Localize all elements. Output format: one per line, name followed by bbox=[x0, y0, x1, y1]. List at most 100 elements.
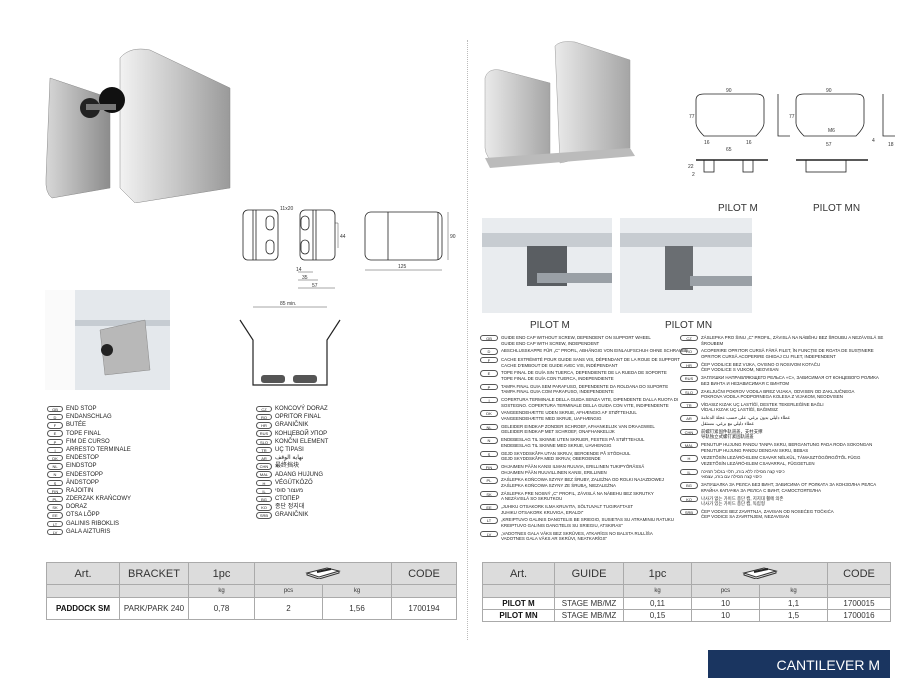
description-line: КРАЙНА КАПАЧКА ЗА РЕЛСА С ВИНТ, САМОСТОЯ… bbox=[701, 487, 822, 493]
language-code: I bbox=[47, 446, 63, 454]
product-name: DORAZ bbox=[66, 504, 87, 511]
language-code: CHN bbox=[256, 463, 272, 470]
list-item: LT„KREIPTUVO GALINIS DANGTELIS BE SRIEGI… bbox=[480, 517, 688, 528]
header-code: CODE bbox=[391, 562, 457, 585]
pack-weight-cell: 1,56 bbox=[322, 597, 392, 620]
language-code: MAL bbox=[256, 471, 272, 478]
description-line: כיסוי קצה מסילה ללא בורג, תלוי בגלגל תמי… bbox=[701, 468, 785, 474]
language-code: GB bbox=[480, 335, 498, 342]
table-row: PILOT M STAGE MB/MZ 0,11 10 1,1 1700015 bbox=[482, 597, 891, 610]
description-line: VANGEENDEHÆTTE MED SKRUE, UAFHÆNGIG bbox=[501, 416, 602, 422]
product-name: KONČNI ELEMENT bbox=[275, 438, 329, 445]
dim-44: 44 bbox=[340, 234, 346, 240]
unit-pcs: pcs bbox=[254, 584, 323, 598]
dim-65: 65 bbox=[726, 147, 732, 153]
description-line: 나사가 없는 가이드 종단 캡, 지지대 휠에 의존 bbox=[701, 495, 784, 501]
product-name: 最终挡块 bbox=[275, 463, 300, 470]
description-line: VANGEENDEHÆTTE UDEN SKRUE, AFHÆNGIG AF S… bbox=[501, 410, 637, 416]
description-line: GUIDE END CAP WITHOUT SCREW, DEPENDENT O… bbox=[501, 335, 651, 340]
language-code: DK bbox=[47, 455, 63, 462]
description-line: A NEZÁVISLÁ SO SKRUTKOU bbox=[501, 496, 563, 502]
language-code: RO bbox=[680, 348, 698, 355]
language-code: D bbox=[480, 348, 498, 355]
mounted-bracket-photo bbox=[45, 290, 170, 390]
product-name: UÇ TIPASI bbox=[275, 446, 304, 453]
weight-cell: 0,15 bbox=[623, 609, 692, 622]
description-line: GEJD SKYDDSKÅPA UTAN SKRUV, BEROENDE PÅ … bbox=[501, 450, 631, 456]
pcs-cell: 10 bbox=[691, 597, 760, 610]
package-icon bbox=[254, 562, 392, 585]
header-code: CODE bbox=[827, 562, 891, 585]
language-code: NL bbox=[480, 423, 498, 431]
header-guide: GUIDE bbox=[554, 562, 624, 585]
drawing-label-pilot-mn: PILOT MN bbox=[813, 203, 861, 214]
left-product-table: Art. BRACKET 1pc CODE kg pcs kg PADDOCK … bbox=[46, 562, 457, 620]
description-line: ACOPERIRE OPRITOR CURSĂ FĂRĂ FILET, ÎN F… bbox=[701, 348, 874, 354]
language-code: I bbox=[480, 397, 498, 404]
language-code: KO bbox=[256, 504, 272, 511]
description-line: ČEP VODICE SA ZAVRTNJEM, NEZAVISAN bbox=[701, 514, 789, 520]
unit-pcs: pcs bbox=[691, 584, 760, 598]
description-line: „KREIPTUVO GALINIS DANGTELIS BE SRIEGIO,… bbox=[501, 517, 674, 523]
header-1pc: 1pc bbox=[188, 562, 255, 585]
pilot-drawings: 90 77 16 16 65 22 2 90 77 M6 57 18 4 bbox=[688, 88, 895, 178]
product-name: ZDERZAK KRAŃCOWY bbox=[66, 496, 132, 503]
description-line: KREIPTUVO GALINIS DANGTELIS SU SRIEGIU, … bbox=[501, 523, 623, 529]
description-line: כיסוי קצה מסילה עם בורג, עצמאי bbox=[701, 474, 762, 480]
language-code: SK bbox=[47, 504, 63, 511]
product-name: RAJOITIN bbox=[66, 487, 94, 494]
product-name: GALINIS RIBOKLIS bbox=[66, 520, 120, 527]
list-item: LV„VADOTNES GALA VĀKS BEZ SKRŪVES, ATKAR… bbox=[480, 530, 688, 542]
description-line: „VADOTNES GALA VĀKS BEZ SKRŪVES, ATKARĪG… bbox=[501, 530, 653, 536]
language-code: H bbox=[256, 479, 272, 486]
language-code: BG bbox=[680, 482, 698, 489]
art-cell: PADDOCK SM bbox=[46, 597, 120, 620]
bracket-photo bbox=[45, 48, 231, 203]
spacing-drawing: 85 min. bbox=[239, 301, 341, 386]
language-code: DK bbox=[480, 410, 498, 417]
guide-cell: STAGE MB/MZ bbox=[554, 597, 624, 610]
description-line: GUIDE END CAP WITH SCREW, INDEPENDENT bbox=[501, 340, 600, 346]
language-code: E bbox=[480, 370, 498, 377]
unit-kg: kg bbox=[759, 584, 828, 598]
language-code: H bbox=[680, 455, 698, 462]
description-line: GELEIDER EINDKAP ZONDER SCHROEF, AFHANKE… bbox=[501, 423, 655, 429]
pilot-m-photo bbox=[482, 218, 612, 313]
description-line: ZÁSLEPKA PRE NOSNÝ „C" PROFIL, ZÁVISLÁ N… bbox=[501, 490, 654, 496]
description-line: ЗАГЛУШКИ НАПРАВЛЯЮЩЕГО РЕЛЬСА «С», ЗАВИС… bbox=[701, 375, 879, 381]
weight-cell: 0,78 bbox=[188, 597, 255, 620]
pack-weight-cell: 1,5 bbox=[759, 609, 828, 622]
product-name: نهاية الوقف bbox=[275, 455, 304, 462]
description-line: TOPE FINAL DE GUÍA SIN TUERCA, DEPENDIEN… bbox=[501, 370, 667, 376]
description-line: COPERTURA TERMINALE DELLA GUIDA SENZA VI… bbox=[501, 397, 679, 403]
dim-16: 16 bbox=[704, 140, 710, 146]
language-code: IL bbox=[680, 468, 698, 476]
language-code: CHN bbox=[680, 428, 698, 436]
weight-cell: 0,11 bbox=[623, 597, 692, 610]
